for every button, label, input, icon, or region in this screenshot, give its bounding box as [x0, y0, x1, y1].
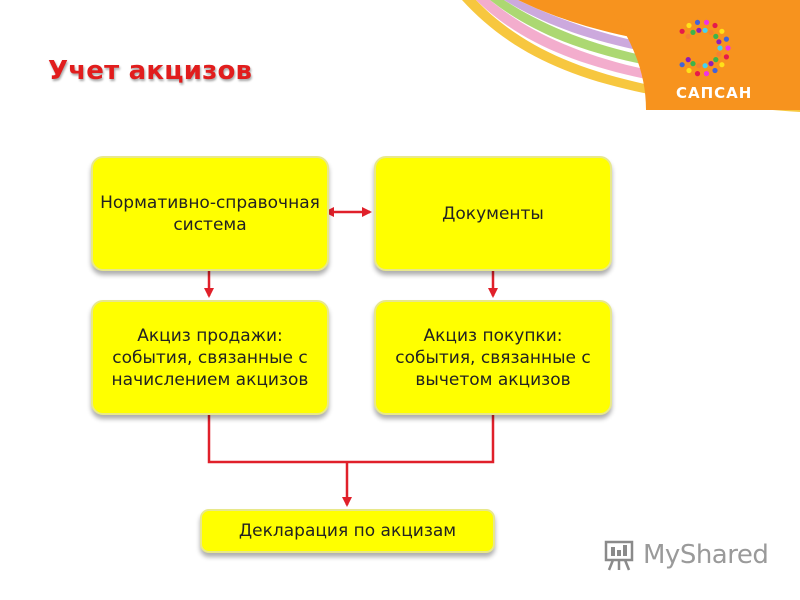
logo-dot [679, 28, 685, 34]
logo-dot [690, 29, 696, 35]
node-label: Документы [442, 203, 544, 224]
logo-dot [696, 63, 702, 69]
watermark: MyShared [603, 538, 769, 572]
logo-dot [690, 61, 696, 67]
node-excise-declaration: Декларация по акцизам [200, 509, 495, 553]
logo-dot [679, 62, 685, 68]
logo-dot [723, 54, 729, 60]
logo-dot [716, 51, 722, 57]
logo-dot [725, 45, 731, 51]
logo-dot [713, 33, 719, 40]
logo-dot [696, 27, 702, 33]
logo-dot [713, 57, 719, 63]
watermark-text: MyShared [643, 540, 769, 570]
logo-dot [723, 36, 729, 42]
logo-dot [694, 71, 701, 77]
brand-header-graphic [456, 0, 800, 140]
logo-dot [685, 33, 691, 40]
brand-logo-text: САПСАН [676, 84, 753, 102]
logo-dot [686, 22, 692, 29]
logo-dot [694, 19, 701, 25]
node-reference-system: Нормативно-справочная система [91, 156, 329, 271]
presentation-icon [604, 540, 634, 571]
logo-dot [708, 61, 714, 67]
logo-dot [685, 57, 691, 63]
logo-dot [708, 29, 714, 35]
logo-dot [717, 45, 723, 51]
node-sales-excise: Акциз продажи: события, связанные с начи… [91, 300, 329, 415]
logo-dot [702, 27, 708, 33]
logo-dot [712, 67, 718, 74]
node-label: Декларация по акцизам [238, 521, 457, 541]
edge-b3-merge [207, 415, 347, 464]
logo-dot [716, 39, 722, 45]
logo-dot [712, 22, 718, 29]
logo-dot [686, 67, 692, 74]
node-documents: Документы [374, 156, 612, 271]
brand-logo-icon [679, 19, 731, 77]
node-label: Акциз продажи: события, связанные с начи… [111, 325, 309, 390]
logo-dot [719, 28, 725, 34]
slide-title: Учет акцизов [48, 56, 253, 86]
logo-dot [703, 71, 710, 77]
edge-b4-merge [347, 415, 495, 464]
node-purchase-excise: Акциз покупки: события, связанные с выче… [374, 300, 612, 415]
node-label: Нормативно-справочная система [100, 192, 320, 235]
logo-dot [702, 63, 708, 69]
node-label: Акциз покупки: события, связанные с выче… [395, 325, 591, 390]
logo-dot [703, 19, 710, 25]
logo-dot [719, 62, 725, 68]
